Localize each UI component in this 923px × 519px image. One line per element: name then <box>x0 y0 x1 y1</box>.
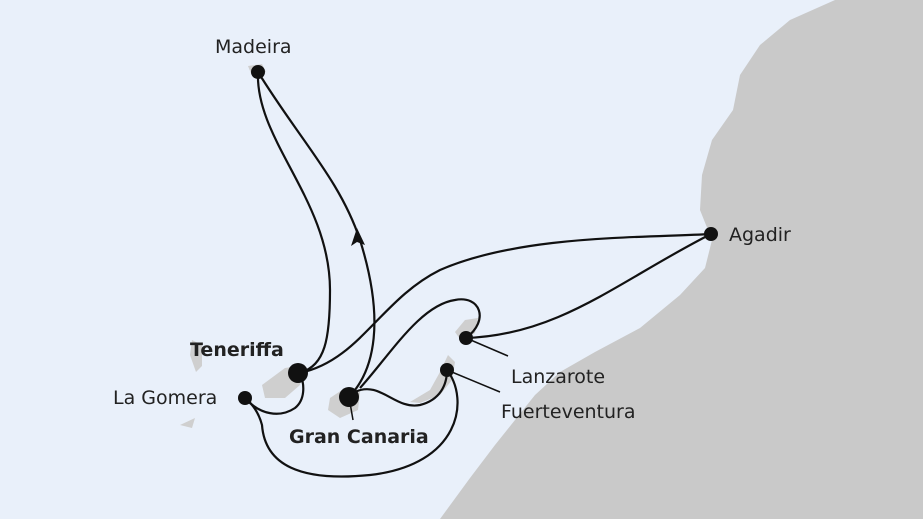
port-label-fuerteventura: Fuerteventura <box>501 401 636 423</box>
port-label-teneriffa: Teneriffa <box>190 339 284 361</box>
leader-lanzarote <box>465 337 509 357</box>
marker-madeira <box>251 65 265 79</box>
route-fuerteventura-la-gomera <box>244 369 459 478</box>
marker-lanzarote <box>459 331 473 345</box>
island-la-palma <box>190 340 202 372</box>
direction-arrow-icon <box>351 228 365 246</box>
port-label-madeira: Madeira <box>215 36 292 58</box>
african-coast <box>440 0 923 519</box>
marker-gran-canaria <box>339 387 359 407</box>
marker-la-gomera <box>238 391 252 405</box>
islands <box>180 64 478 428</box>
island-fuerteventura <box>410 355 455 403</box>
island-el-hierro <box>180 418 195 428</box>
port-label-agadir: Agadir <box>729 224 791 246</box>
marker-teneriffa <box>288 363 308 383</box>
port-label-la-gomera: La Gomera <box>113 387 218 409</box>
route-agadir-lanzarote <box>465 233 712 340</box>
route-gran-canaria-fuerteventura <box>354 369 449 407</box>
port-markers <box>238 65 718 407</box>
marker-agadir <box>704 227 718 241</box>
marker-fuerteventura <box>440 363 454 377</box>
route-madeira-teneriffa <box>256 71 332 375</box>
route-la-gomera-teneriffa <box>244 372 305 415</box>
leader-fuerteventura <box>446 369 501 393</box>
route-teneriffa-agadir <box>299 232 712 375</box>
port-label-lanzarote: Lanzarote <box>511 366 606 388</box>
port-label-gran-canaria: Gran Canaria <box>289 426 429 448</box>
route-lanzarote-gran-canaria <box>359 298 481 389</box>
